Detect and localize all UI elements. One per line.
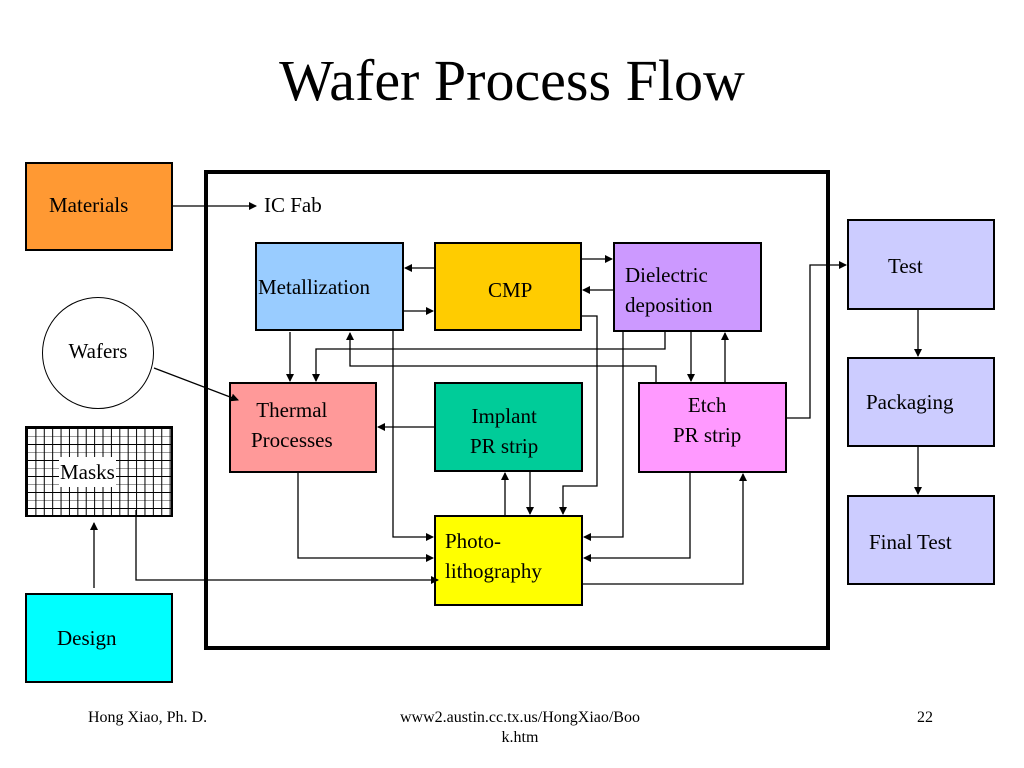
final-test-box: Final Test	[847, 495, 995, 585]
wafers-circle: Wafers	[42, 297, 154, 409]
design-box: Design	[25, 593, 173, 683]
cmp-box: CMP	[434, 242, 582, 331]
packaging-box: Packaging	[847, 357, 995, 447]
masks-label: Masks	[59, 457, 116, 487]
footer-url: www2.austin.cc.tx.us/HongXiao/Boo k.htm	[400, 709, 640, 746]
photolithography-label: Photo- lithography	[445, 529, 542, 583]
masks-box: Masks	[25, 426, 173, 517]
etch-box: Etch PR strip	[638, 382, 787, 473]
thermal-box: Thermal Processes	[229, 382, 377, 473]
slide-title: Wafer Process Flow	[279, 48, 745, 113]
wafers-label: Wafers	[68, 339, 128, 363]
etch-label: Etch PR strip	[673, 393, 742, 447]
implant-box: Implant PR strip	[434, 382, 583, 472]
materials-label: Materials	[49, 193, 129, 217]
cmp-label: CMP	[488, 278, 533, 302]
ic-fab-label: IC Fab	[264, 193, 322, 217]
design-label: Design	[57, 626, 117, 650]
implant-label: Implant PR strip	[470, 404, 539, 458]
metallization-box: Metallization	[255, 242, 404, 331]
materials-box: Materials	[25, 162, 173, 251]
final-test-label: Final Test	[869, 530, 952, 554]
packaging-label: Packaging	[866, 390, 954, 414]
metallization-label: Metallization	[258, 275, 370, 299]
dielectric-label: Dielectric deposition	[625, 263, 713, 317]
footer-page-number: 22	[917, 709, 933, 726]
test-label: Test	[888, 254, 923, 278]
thermal-label: Thermal Processes	[251, 398, 333, 452]
photolithography-box: Photo- lithography	[434, 515, 583, 606]
footer-author: Hong Xiao, Ph. D.	[88, 709, 208, 726]
dielectric-box: Dielectric deposition	[613, 242, 762, 332]
test-box: Test	[847, 219, 995, 310]
